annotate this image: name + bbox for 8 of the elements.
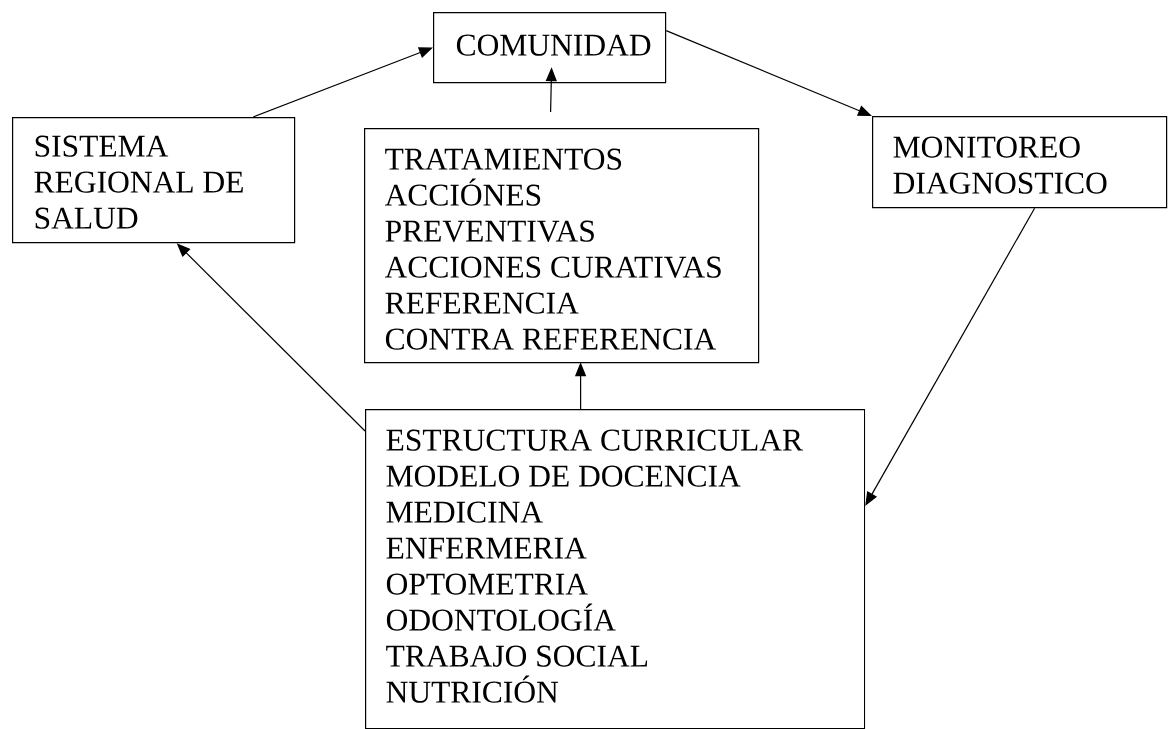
concept-box: ESTRUCTURA CURRICULAR MODELO DE DOCENCIA MEDICINA ENFERMERIA OPTOMETRIA ODONTOLOGÍA TRABAJO SOCIAL NUTRICIÓN [365,409,866,729]
arrow [252,47,433,118]
concept-box: TRATAMIENTOS ACCIÓNES PREVENTIVAS ACCIONES CURATIVAS REFERENCIA CONTRA REFERENCIA [364,128,760,364]
concept-box: COMUNIDAD [433,12,667,84]
concept-box: MONITOREO DIAGNOSTICO [872,116,1168,209]
concept-box: SISTEMA REGIONAL DE SALUD [12,117,296,244]
arrow [865,207,1036,506]
arrow [665,30,872,116]
